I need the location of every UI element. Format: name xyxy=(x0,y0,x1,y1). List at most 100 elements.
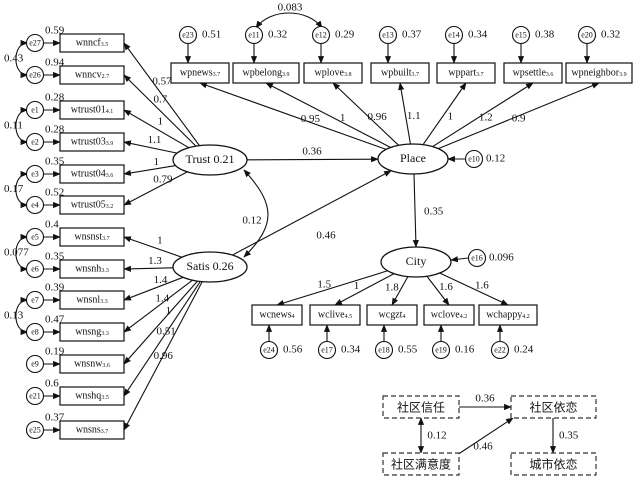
r2-label-wpsettle: 0.38 xyxy=(535,29,555,41)
error-circle-wplove xyxy=(311,25,331,45)
error-circle-wtrust03 xyxy=(25,132,45,152)
error-label-wcnews: e24 xyxy=(263,345,275,354)
r2-label-wcnews: 0.56 xyxy=(283,344,303,356)
indicator-mean-wplove: 3.8 xyxy=(344,72,352,78)
r2-label-wtrust04: 0.35 xyxy=(45,156,65,168)
error-label-wpbelong: e11 xyxy=(248,30,259,39)
indicator-mean-wnsnst: 3.7 xyxy=(102,236,110,242)
summary-path-label-satis-place: 0.46 xyxy=(473,441,493,453)
error-label-wnsns: e25 xyxy=(29,425,41,434)
covariance-e5-e6 xyxy=(15,233,29,273)
summary-path-label-place-city: 0.35 xyxy=(559,430,579,442)
loading-path-wclove xyxy=(426,275,450,306)
loading-label-wcnews: 1.5 xyxy=(317,278,331,290)
loading-path-wtrust01 xyxy=(123,109,190,149)
error-label-wtrust04: e3 xyxy=(31,169,39,178)
summary-label-trust: 社区信任 xyxy=(397,400,445,415)
indicator-box-wnsng xyxy=(59,322,125,342)
error-circle-wnsnl xyxy=(25,290,45,310)
error-circle-wnsng xyxy=(25,322,45,342)
r2-label-wclove: 0.16 xyxy=(455,344,475,356)
r2-label-wppart: 0.34 xyxy=(468,29,488,41)
r2-label-wtrust05: 0.52 xyxy=(45,187,64,199)
loading-label-wtrust04: 1 xyxy=(154,156,160,168)
indicator-label-wnsns: wnsns3.7 xyxy=(76,424,109,435)
r2-label-wpneighbor: 0.32 xyxy=(601,29,620,41)
indicator-mean-wchappy: 4.2 xyxy=(522,314,530,320)
error-label-wnncv: e26 xyxy=(29,70,41,79)
loading-path-wplove xyxy=(332,82,399,146)
indicator-label-wnsng: wnsng3.3 xyxy=(75,326,109,337)
indicator-label-wnncv: wnncv2.7 xyxy=(75,69,109,80)
indicator-label-wpnews: wpnews3.7 xyxy=(180,67,220,78)
error-label-wnsnst: e5 xyxy=(31,232,39,241)
loading-label-wnsnst: 1 xyxy=(157,235,163,247)
summary-label-satis: 社区满意度 xyxy=(391,457,451,472)
error-label-wpbuilt: e13 xyxy=(382,30,394,39)
loading-path-wpneighbor xyxy=(438,82,600,150)
r2-label-wpbuilt: 0.37 xyxy=(402,29,422,41)
indicator-mean-wcgzt: 4 xyxy=(402,314,405,320)
r2-label-wplove: 0.29 xyxy=(335,29,355,41)
loading-label-wclove: 1.6 xyxy=(439,281,453,293)
loading-label-wnsnh: 1.3 xyxy=(148,255,162,267)
loading-path-wnsnw xyxy=(123,280,198,365)
indicator-label-wcgzt: wcgzt4 xyxy=(379,309,406,320)
error-label-wclove: e19 xyxy=(435,345,447,354)
loading-label-wnshq: 0.51 xyxy=(157,325,176,337)
r2-label-wpbelong: 0.32 xyxy=(268,29,287,41)
error-label-wtrust01: e1 xyxy=(31,105,39,114)
covariance-e3-e4 xyxy=(15,170,29,209)
summary-path-label-trust-satis: 0.12 xyxy=(427,430,446,442)
loading-path-wpbuilt xyxy=(398,82,411,145)
loading-label-wcgzt: 1.8 xyxy=(385,281,399,293)
indicator-label-wchappy: wchappy4.2 xyxy=(486,309,530,320)
indicator-box-wtrust03 xyxy=(59,132,125,152)
loading-path-wnsnst xyxy=(123,236,183,258)
error-label-wtrust03: e2 xyxy=(31,137,39,146)
indicator-box-wnsnl xyxy=(59,290,125,310)
indicator-mean-wclive: 4.5 xyxy=(345,314,353,320)
covariance-e27-e26 xyxy=(15,39,29,79)
summary-label-city: 城市依恋 xyxy=(529,457,577,472)
indicator-box-wnncf xyxy=(59,33,125,53)
indicator-mean-wnsnl: 3.3 xyxy=(100,299,108,305)
error-circle-wchappy xyxy=(490,340,510,360)
error-label-wpneighbor: e20 xyxy=(581,30,593,39)
r2-label-city: 0.096 xyxy=(489,252,514,264)
path-label-trust-place: 0.36 xyxy=(302,146,322,158)
indicator-label-wnncf: wnncf3.5 xyxy=(76,37,109,48)
indicator-mean-wpnews: 3.7 xyxy=(213,72,221,78)
indicator-label-wppart: wppart3.7 xyxy=(448,67,483,78)
indicator-mean-wclove: 4.2 xyxy=(460,314,468,320)
loading-label-wchappy: 1.6 xyxy=(475,280,489,292)
summary-box-place xyxy=(510,395,597,419)
r2-label-wcgzt: 0.55 xyxy=(398,344,418,356)
indicator-mean-wtrust05: 3.2 xyxy=(106,204,114,210)
r2-label-wnshq: 0.6 xyxy=(45,378,59,390)
indicator-mean-wnsng: 3.3 xyxy=(101,331,109,337)
indicator-label-wplove: wplove3.8 xyxy=(315,67,352,78)
indicator-mean-wpsettle: 3.6 xyxy=(546,72,554,78)
error-circle-wppart xyxy=(444,25,464,45)
error-label-wnsng: e8 xyxy=(31,327,39,336)
indicator-mean-wnsnw: 3.6 xyxy=(102,363,110,369)
loading-label-wnncv: 0.7 xyxy=(154,94,168,106)
loading-path-wnsng xyxy=(123,279,193,333)
error-circle-wpsettle xyxy=(511,25,531,45)
indicator-box-wnsnst xyxy=(59,227,125,247)
error-circle-place xyxy=(464,149,484,169)
covariance-e11-e12 xyxy=(255,12,323,29)
loading-path-wtrust03 xyxy=(123,140,178,154)
error-circle-wpnews xyxy=(178,25,198,45)
error-label-wppart: e14 xyxy=(448,30,460,39)
loading-label-wnncf: 0.57 xyxy=(152,76,172,88)
indicator-label-wtrust01: wtrust014.1 xyxy=(71,104,114,115)
indicator-mean-wppart: 3.7 xyxy=(476,72,484,78)
loading-path-wcgzt xyxy=(391,276,409,306)
indicator-box-wnshq xyxy=(59,386,125,406)
loading-label-wnsnw: 1 xyxy=(166,305,172,317)
indicator-box-wpbuilt xyxy=(370,62,430,84)
path-satis-place xyxy=(232,170,392,256)
error-label-wtrust05: e4 xyxy=(31,200,39,209)
